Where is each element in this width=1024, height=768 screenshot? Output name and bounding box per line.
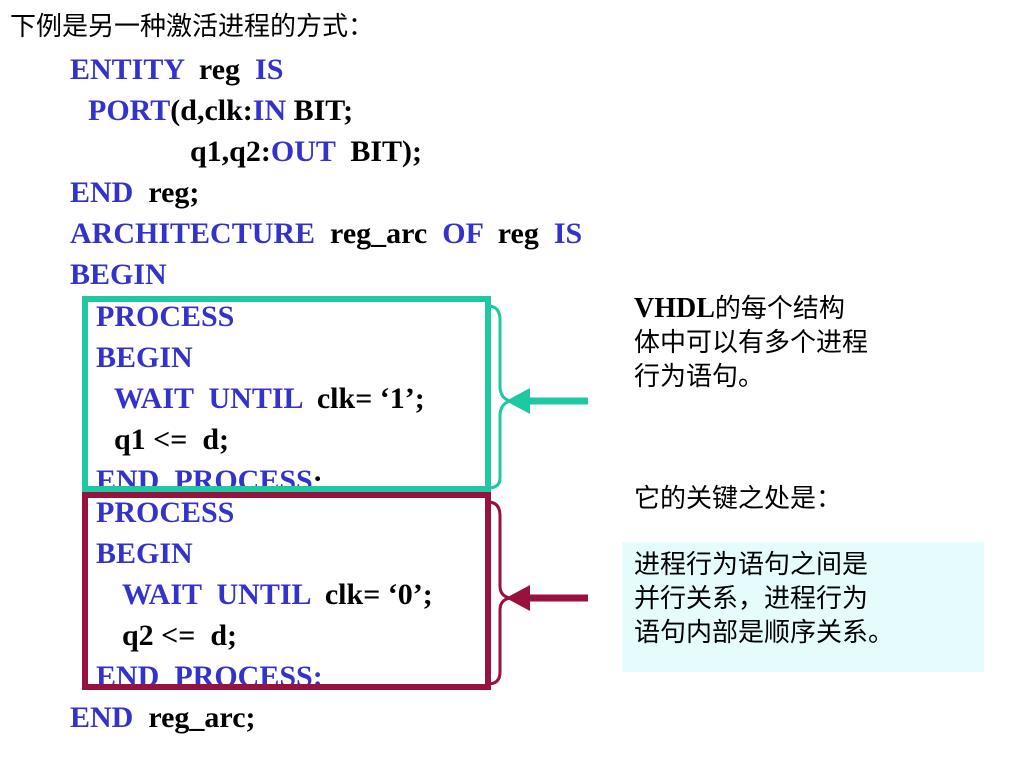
code-text: q1 <= d;: [114, 423, 230, 456]
code-line-wait1: WAIT UNTIL clk= ‘1’;: [114, 382, 425, 416]
code-line-wait2: WAIT UNTIL clk= ‘0’;: [122, 578, 433, 612]
keyword: OUT: [270, 135, 336, 168]
keyword: IN: [252, 94, 287, 127]
code-line-assign2: q2 <= d;: [122, 619, 237, 653]
process2-highlight-box: [82, 492, 491, 690]
code-text: reg: [183, 53, 256, 86]
keyword: END: [70, 701, 134, 734]
note-line: 并行关系，进程行为: [634, 584, 869, 614]
green-arrow-icon: [506, 388, 588, 414]
code-text: clk= ‘0’;: [309, 578, 433, 611]
code-text: reg;: [133, 176, 200, 209]
red-brace: [487, 500, 511, 686]
code-text: reg: [482, 217, 554, 250]
keyword: IS: [255, 53, 284, 86]
note-key-point: 它的关键之处是：: [634, 484, 843, 514]
code-text: BIT;: [286, 94, 354, 127]
note-line: 语句内部是顺序关系。: [634, 618, 895, 648]
keyword: WAIT UNTIL: [122, 578, 310, 611]
code-line-process2-begin: BEGIN: [96, 537, 193, 571]
code-line-architecture: ARCHITECTURE reg_arc OF reg IS: [70, 217, 582, 251]
code-text: reg_arc;: [133, 701, 256, 734]
note-text: 的每个结构: [714, 294, 845, 324]
keyword: PROCESS: [96, 496, 235, 529]
green-brace: [487, 304, 516, 490]
keyword: ENTITY: [70, 53, 184, 86]
code-line-process2: PROCESS: [96, 496, 234, 530]
note-concurrency-highlight: 进程行为语句之间是 并行关系，进程行为 语句内部是顺序关系。: [622, 542, 984, 672]
keyword: BEGIN: [70, 258, 167, 291]
code-line-end-architecture: END reg_arc;: [70, 701, 256, 735]
code-line-begin: BEGIN: [70, 258, 167, 292]
note-line: 体中可以有多个进程: [634, 328, 869, 358]
red-arrow-icon: [506, 585, 588, 611]
code-line-entity: ENTITY reg IS: [70, 53, 283, 87]
note-line: VHDL的每个结构: [634, 292, 868, 326]
code-text: reg_arc: [315, 217, 443, 250]
note-line: 进程行为语句之间是: [634, 550, 869, 580]
keyword: PROCESS: [96, 300, 235, 333]
code-text: (d,clk:: [170, 94, 253, 127]
process1-highlight-box: [82, 296, 491, 492]
note-multiple-processes: VHDL的每个结构 体中可以有多个进程 行为语句。: [634, 292, 868, 394]
keyword: PORT: [88, 94, 171, 127]
code-text: q1,q2:: [190, 135, 271, 168]
code-line-port: PORT(d,clk:IN BIT;: [88, 94, 353, 128]
keyword: OF: [442, 217, 483, 250]
code-line-assign1: q1 <= d;: [114, 423, 229, 457]
slide-title: 下例是另一种激活进程的方式：: [10, 12, 375, 42]
keyword: END: [70, 176, 134, 209]
keyword: ARCHITECTURE: [70, 217, 316, 250]
code-line-process1: PROCESS: [96, 300, 234, 334]
code-line-end-entity: END reg;: [70, 176, 199, 210]
keyword: BEGIN: [96, 341, 193, 374]
code-text: clk= ‘1’;: [301, 382, 425, 415]
code-text: BIT);: [335, 135, 423, 168]
keyword: WAIT UNTIL: [114, 382, 302, 415]
note-line: 行为语句。: [634, 362, 765, 392]
keyword: BEGIN: [96, 537, 193, 570]
code-text: q2 <= d;: [122, 619, 238, 652]
note-latin: VHDL: [634, 293, 715, 324]
keyword: IS: [553, 217, 583, 250]
code-text: ;: [312, 464, 323, 497]
code-line-process1-begin: BEGIN: [96, 341, 193, 375]
code-line-ports-out: q1,q2:OUT BIT);: [190, 135, 422, 169]
